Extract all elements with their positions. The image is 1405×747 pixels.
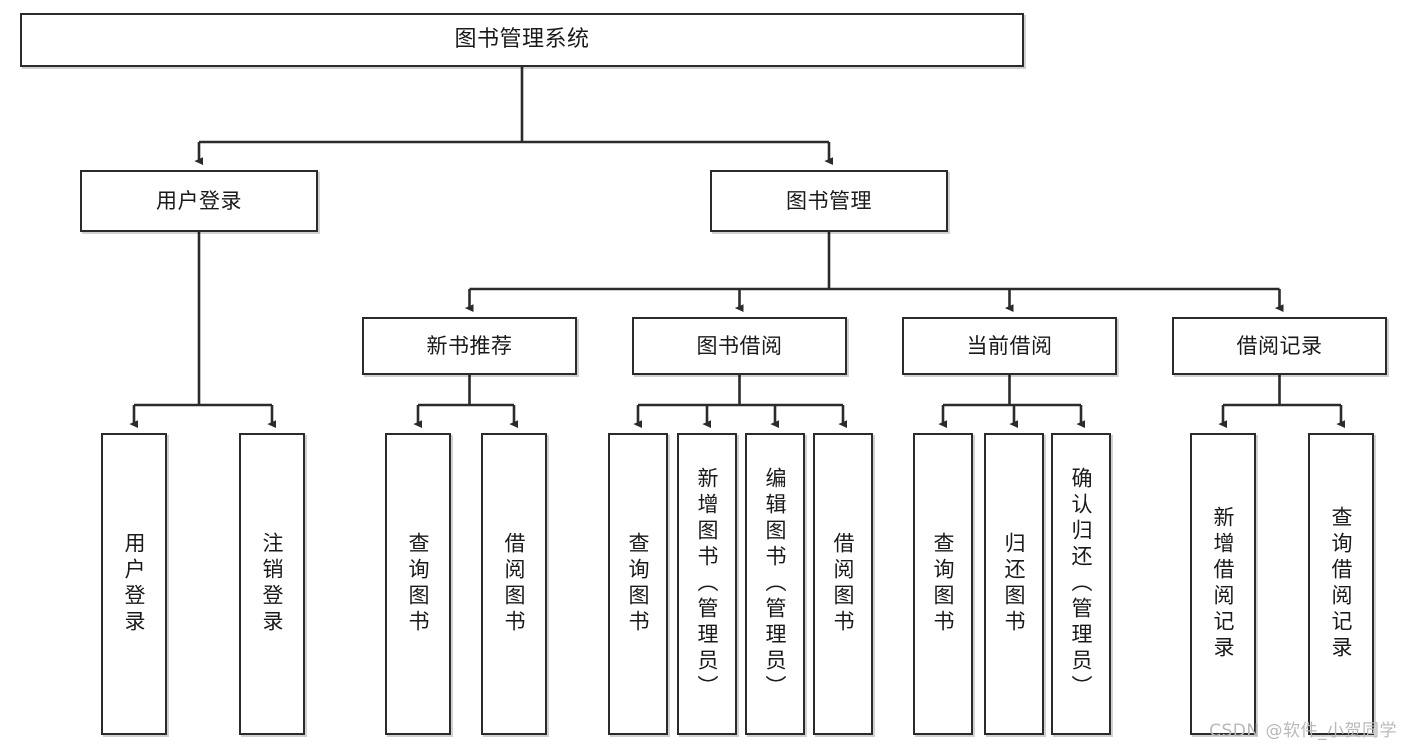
edge-bus-book-manage bbox=[469, 232, 1280, 291]
node-label: 注销登录 bbox=[260, 532, 285, 636]
node-label: 归还图书 bbox=[1002, 532, 1027, 636]
node-leaf-confirm-return[interactable]: 确认归还（管理员） bbox=[1051, 433, 1111, 735]
edge-bus-book-borrow bbox=[638, 375, 843, 407]
node-leaf-add-record[interactable]: 新增借阅记录 bbox=[1190, 433, 1256, 735]
node-label: 确认归还（管理员） bbox=[1069, 467, 1094, 701]
edge-bus-new-book-rec bbox=[418, 375, 514, 407]
node-label: 用户登录 bbox=[156, 188, 242, 213]
node-label: 借阅记录 bbox=[1236, 333, 1323, 358]
node-leaf-query-record[interactable]: 查询借阅记录 bbox=[1308, 433, 1374, 735]
node-label: 图书管理系统 bbox=[454, 27, 590, 53]
node-label: 借阅图书 bbox=[502, 532, 527, 636]
node-leaf-borrow-book-2[interactable]: 借阅图书 bbox=[813, 433, 873, 735]
node-book-manage[interactable]: 图书管理 bbox=[710, 170, 948, 232]
node-leaf-add-book[interactable]: 新增图书（管理员） bbox=[677, 433, 737, 735]
node-label: 查询图书 bbox=[406, 532, 431, 636]
node-leaf-edit-book[interactable]: 编辑图书（管理员） bbox=[745, 433, 805, 735]
edge-bus-current-borrow bbox=[943, 375, 1081, 407]
edge-bus-user-login bbox=[134, 232, 272, 407]
node-current-borrow[interactable]: 当前借阅 bbox=[902, 317, 1117, 375]
node-leaf-query-book-3[interactable]: 查询图书 bbox=[913, 433, 973, 735]
node-leaf-query-book-1[interactable]: 查询图书 bbox=[385, 433, 451, 735]
node-leaf-return-book[interactable]: 归还图书 bbox=[984, 433, 1044, 735]
edge-bus-borrow-record bbox=[1223, 375, 1341, 407]
node-label: 图书管理 bbox=[786, 188, 872, 213]
node-label: 用户登录 bbox=[122, 532, 147, 636]
node-label: 查询图书 bbox=[931, 532, 956, 636]
node-root-system[interactable]: 图书管理系统 bbox=[20, 13, 1024, 67]
node-book-borrow[interactable]: 图书借阅 bbox=[632, 317, 847, 375]
node-label: 新增图书（管理员） bbox=[695, 467, 720, 701]
node-label: 编辑图书（管理员） bbox=[763, 467, 788, 701]
node-leaf-user-login[interactable]: 用户登录 bbox=[101, 433, 167, 735]
node-label: 查询借阅记录 bbox=[1329, 506, 1354, 662]
node-label: 借阅图书 bbox=[831, 532, 856, 636]
node-leaf-borrow-book-1[interactable]: 借阅图书 bbox=[481, 433, 547, 735]
node-label: 图书借阅 bbox=[696, 333, 783, 358]
node-label: 当前借阅 bbox=[966, 333, 1053, 358]
node-leaf-query-book-2[interactable]: 查询图书 bbox=[608, 433, 668, 735]
node-label: 新增借阅记录 bbox=[1211, 506, 1236, 662]
node-user-login[interactable]: 用户登录 bbox=[80, 170, 318, 232]
node-label: 查询图书 bbox=[626, 532, 651, 636]
node-label: 新书推荐 bbox=[426, 333, 513, 358]
edge-bus-root bbox=[199, 67, 829, 144]
node-leaf-logout[interactable]: 注销登录 bbox=[239, 433, 305, 735]
node-borrow-record[interactable]: 借阅记录 bbox=[1172, 317, 1387, 375]
node-new-book-rec[interactable]: 新书推荐 bbox=[362, 317, 577, 375]
